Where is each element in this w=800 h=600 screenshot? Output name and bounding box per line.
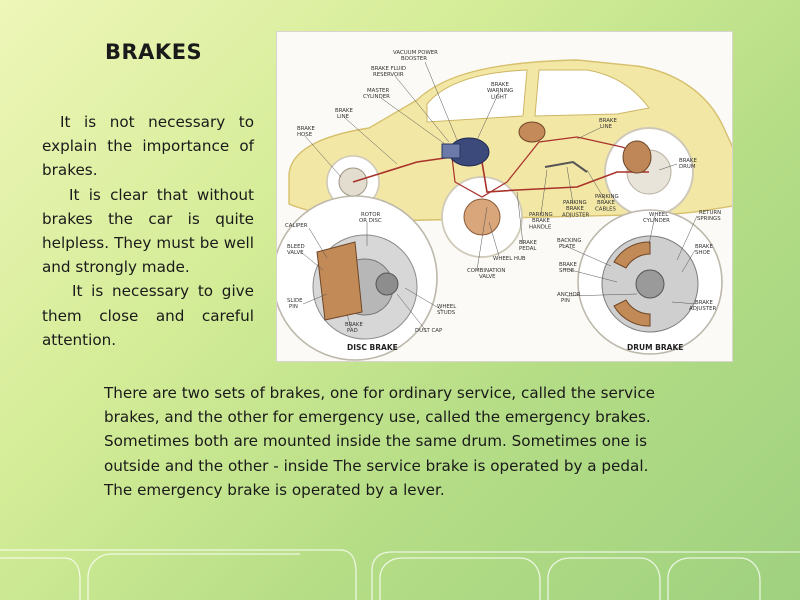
intro-text: It is not necessary to explain the impor… bbox=[42, 110, 254, 352]
label-leaders bbox=[300, 61, 698, 333]
body-line: Sometimes both are mounted inside the sa… bbox=[104, 432, 647, 451]
body-line: There are two sets of brakes, one for or… bbox=[104, 384, 656, 402]
label-caliper: CALIPER bbox=[285, 223, 308, 229]
intro-paragraph: It is necessary to give them close and c… bbox=[42, 282, 254, 349]
intro-paragraph: It is clear that without brakes the car … bbox=[42, 185, 254, 277]
decorative-footer-arcs bbox=[0, 549, 800, 600]
rear-drum-assembly bbox=[518, 121, 652, 174]
master-cylinder bbox=[441, 137, 490, 167]
car-window-front bbox=[426, 69, 528, 123]
slide-title: BRAKES bbox=[105, 40, 203, 64]
disc-brake-illustration bbox=[277, 195, 438, 361]
car-window-rear bbox=[534, 69, 650, 117]
caption-disc-brake: DISC BRAKE bbox=[347, 343, 398, 352]
label-wheel-hub: WHEEL HUB bbox=[493, 256, 526, 262]
body-line: brakes, and the other for emergency use,… bbox=[104, 408, 651, 427]
body-text: There are two sets of brakes, one for or… bbox=[104, 381, 704, 502]
drum-brake-illustration bbox=[577, 209, 723, 355]
caption-drum-brake: DRUM BRAKE bbox=[627, 343, 683, 352]
front-wheel-right bbox=[441, 176, 523, 258]
body-line: outside and the other - inside The servi… bbox=[104, 456, 649, 475]
label-dust-cap: DUST CAP bbox=[415, 328, 443, 334]
brake-line bbox=[352, 156, 649, 193]
brake-line bbox=[451, 136, 650, 198]
body-line: The emergency brake is operated by a lev… bbox=[104, 480, 445, 499]
intro-paragraph: It is not necessary to explain the impor… bbox=[42, 113, 254, 180]
